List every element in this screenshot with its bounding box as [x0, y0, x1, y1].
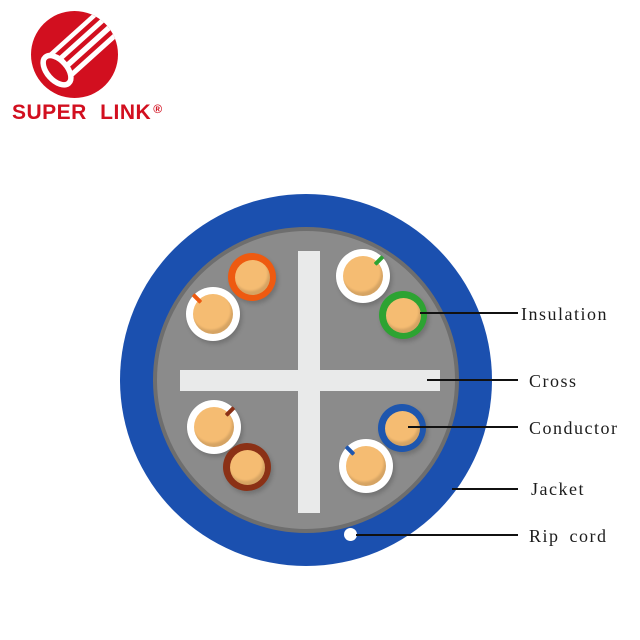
leader-line-insulation: [420, 312, 518, 314]
stripe-tick-orange: [191, 293, 203, 304]
stripe-tick-blue: [344, 445, 356, 456]
conductor-pair-white-brown: [187, 400, 241, 454]
conductor-pair-orange: [228, 253, 276, 301]
conductor-pair-brown: [223, 443, 271, 491]
leader-line-rip-cord: [356, 534, 518, 536]
leader-line-cross: [427, 379, 518, 381]
cross-separator-vertical: [298, 251, 320, 513]
conductor-core: [385, 297, 421, 333]
brand-name: SUPER LINK®: [12, 101, 163, 125]
superlink-logo-icon: [31, 11, 118, 98]
callout-conductor: Conductor: [529, 418, 619, 438]
conductor-pair-blue: [378, 404, 426, 452]
conductor-core: [229, 449, 265, 485]
conductor-pair-white-orange: [186, 287, 240, 341]
registered-trademark-symbol: ®: [153, 102, 163, 116]
brand-name-text: SUPER LINK: [12, 101, 152, 124]
leader-line-jacket: [452, 488, 518, 490]
conductor-pair-green: [379, 291, 427, 339]
conductor-pair-white-green: [336, 249, 390, 303]
callout-insulation: Insulation: [521, 304, 608, 324]
conductor-core: [384, 410, 420, 446]
callout-jacket: Jacket: [531, 479, 585, 499]
conductor-core: [234, 259, 270, 295]
leader-line-conductor: [408, 426, 518, 428]
conductor-pair-white-blue: [339, 439, 393, 493]
callout-cross: Cross: [529, 371, 578, 391]
rip-cord-dot: [344, 528, 357, 541]
callout-rip-cord: Rip cord: [529, 526, 608, 546]
